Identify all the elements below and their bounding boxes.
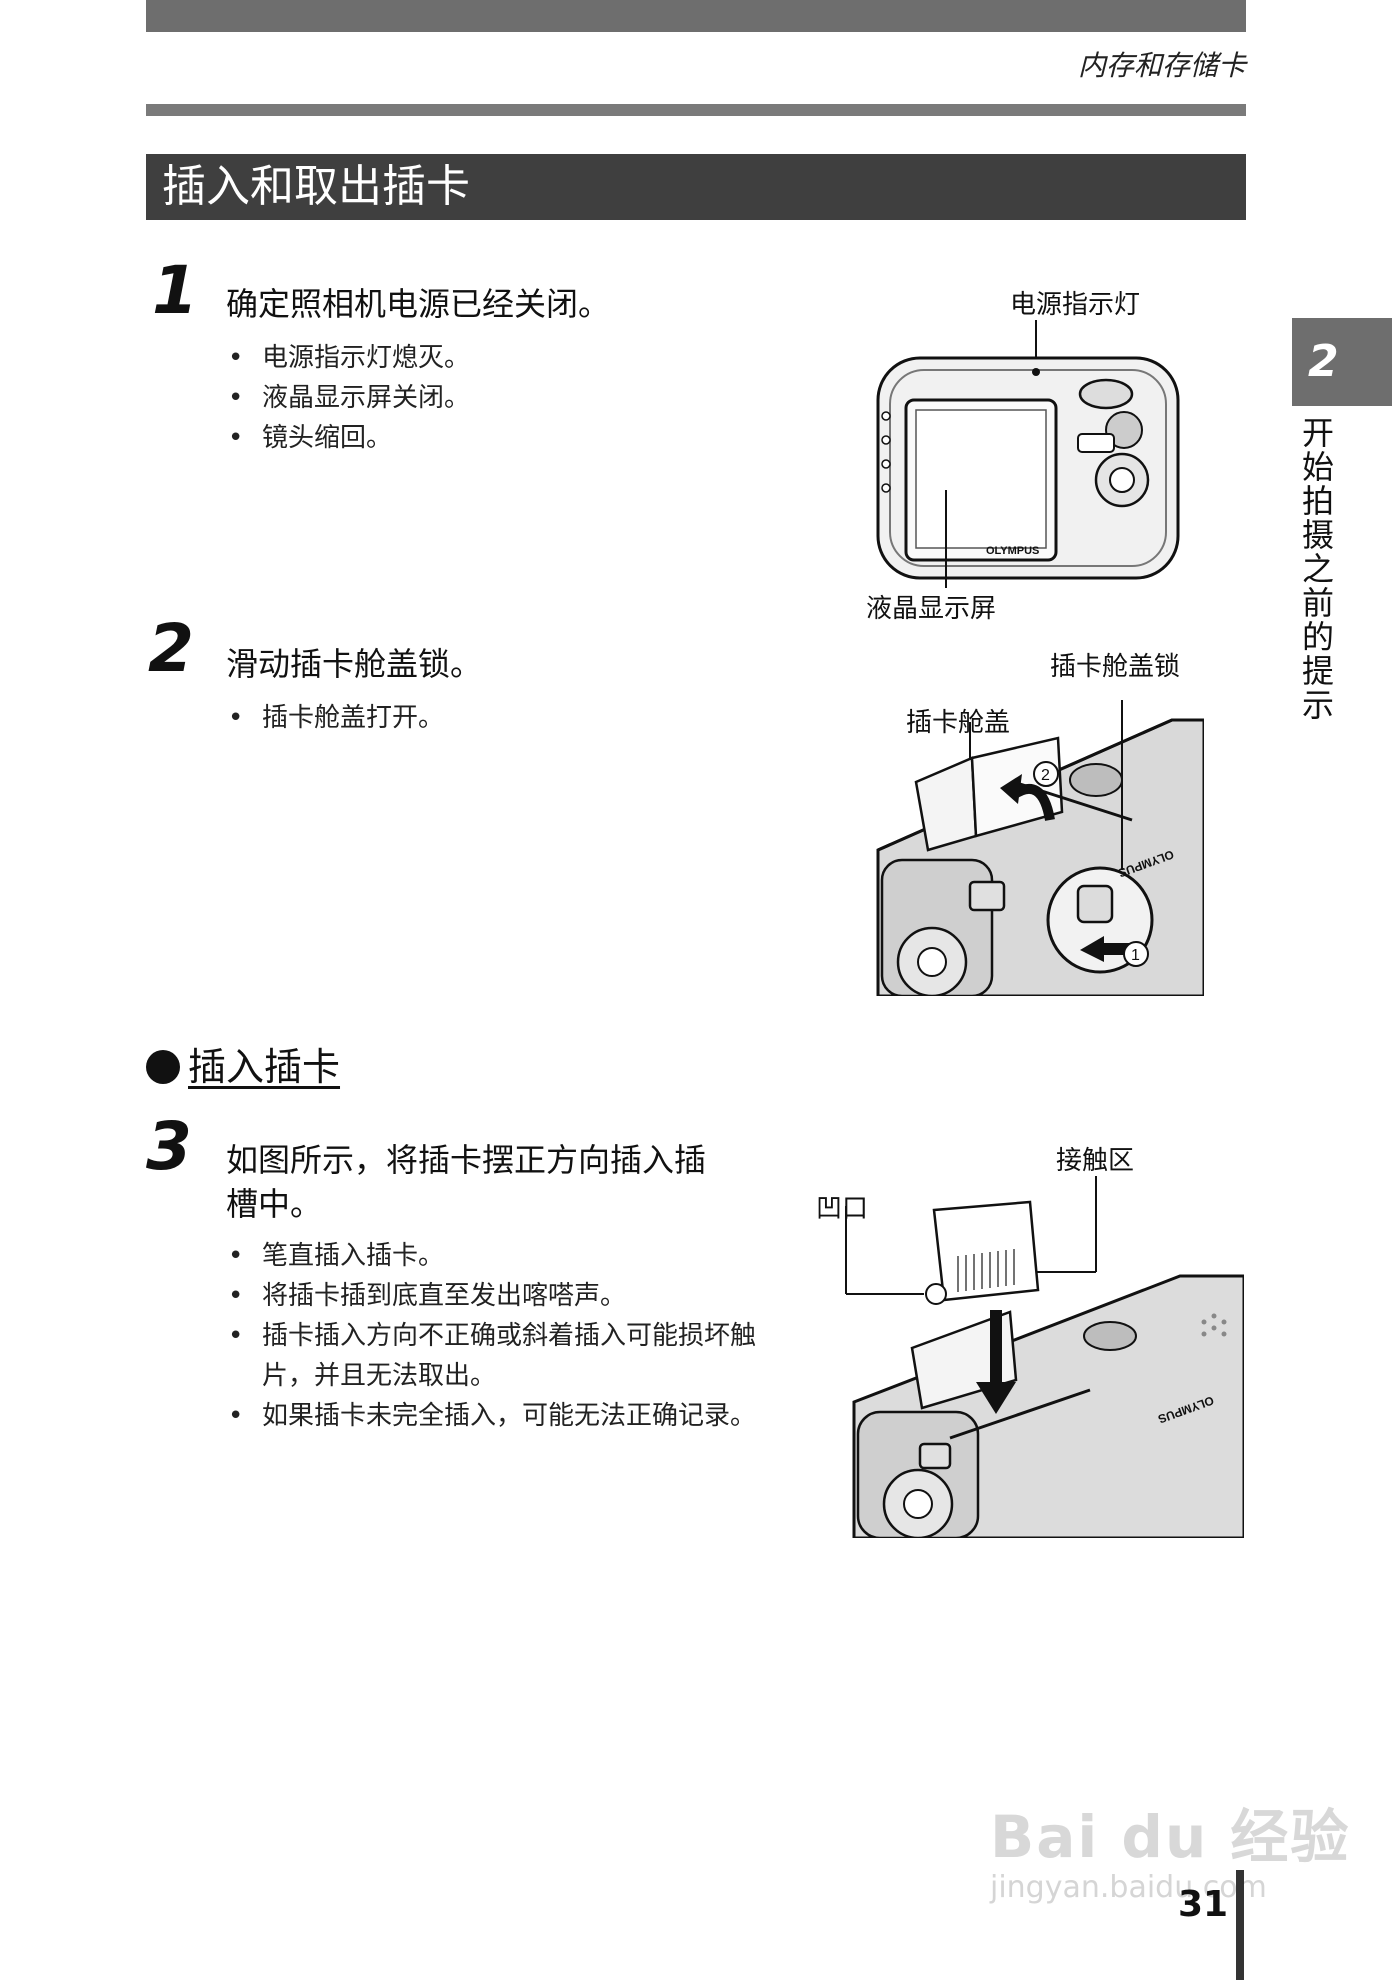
card-cover-illustration: 2 1 OLYMPUS — [876, 700, 1204, 996]
baidu-watermark-url: jingyan.baidu.com — [990, 1870, 1267, 1905]
step-3-title-line2: 槽中。 — [226, 1185, 323, 1223]
step-1-title: 确定照相机电源已经关闭。 — [226, 285, 611, 323]
callout-1: 1 — [1131, 947, 1140, 964]
list-item: 电源指示灯熄灭。 — [226, 338, 786, 378]
page-edge-bar — [1236, 1870, 1244, 1980]
section-title: 插入和取出插卡 — [146, 154, 1246, 220]
chapter-tab: 2 — [1292, 318, 1392, 406]
header-title: 内存和存储卡 — [1077, 49, 1246, 82]
list-item: 笔直插入插卡。 — [226, 1236, 786, 1276]
chapter-title-vertical: 开始拍摄之前的提示 — [1301, 414, 1334, 724]
step-1-number: 1 — [152, 252, 198, 329]
camera-brand-text: OLYMPUS — [986, 545, 1039, 557]
step-1-bullets: 电源指示灯熄灭。 液晶显示屏关闭。 镜头缩回。 — [226, 338, 786, 458]
card-insert-illustration: OLYMPUS — [845, 1176, 1244, 1538]
subsection-title: 插入插卡 — [146, 1036, 340, 1091]
list-item: 如果插卡未完全插入，可能无法正确记录。 — [226, 1396, 786, 1436]
label-contact-area: 接触区 — [1056, 1146, 1135, 1176]
label-lcd: 液晶显示屏 — [866, 594, 997, 624]
label-notch: 凹口 — [816, 1194, 869, 1224]
step-3-bullets: 笔直插入插卡。 将插卡插到底直至发出喀嗒声。 插卡插入方向不正确或斜着插入可能损… — [226, 1236, 786, 1436]
step-2-title: 滑动插卡舱盖锁。 — [226, 645, 483, 683]
label-card-cover: 插卡舱盖 — [906, 708, 1011, 738]
step-2-number: 2 — [148, 610, 194, 687]
label-power-lamp: 电源指示灯 — [1010, 290, 1141, 320]
list-item: 插卡舱盖打开。 — [226, 698, 786, 738]
step-3-title-line1: 如图所示，将插卡摆正方向插入插 — [226, 1141, 707, 1179]
header-rule — [146, 104, 1246, 116]
header-top-bar — [146, 0, 1246, 32]
bullet-dot-icon — [146, 1050, 180, 1084]
subsection-title-text: 插入插卡 — [188, 1045, 341, 1089]
camera-back-illustration: OLYMPUS — [876, 320, 1180, 588]
list-item: 液晶显示屏关闭。 — [226, 378, 786, 418]
step-2-bullets: 插卡舱盖打开。 — [226, 698, 786, 738]
page-number: 31 — [1178, 1884, 1229, 1925]
list-item: 镜头缩回。 — [226, 418, 786, 458]
label-cover-lock: 插卡舱盖锁 — [1050, 652, 1181, 682]
list-item: 插卡插入方向不正确或斜着插入可能损坏触片，并且无法取出。 — [226, 1316, 786, 1396]
list-item: 将插卡插到底直至发出喀嗒声。 — [226, 1276, 786, 1316]
step-3-number: 3 — [146, 1108, 192, 1185]
baidu-watermark-logo: Bai du 经验 — [990, 1803, 1351, 1871]
callout-2: 2 — [1041, 767, 1050, 784]
